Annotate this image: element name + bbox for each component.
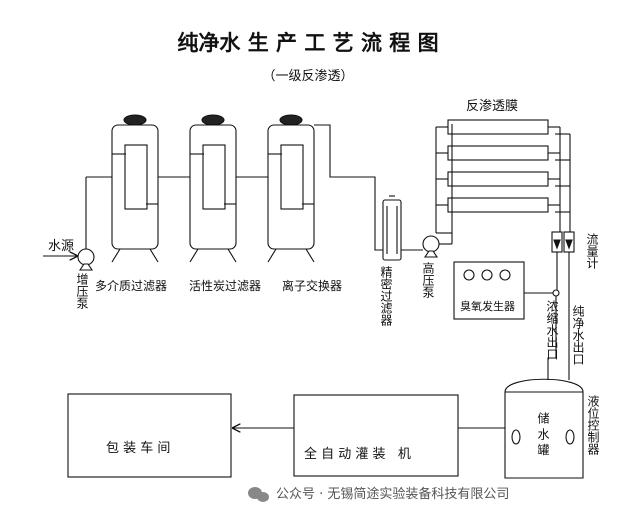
packaging-room-box <box>67 393 294 478</box>
precision-filter-icon <box>382 195 423 261</box>
storage-tank-icon <box>504 378 584 479</box>
flow-meter-icon <box>551 231 575 380</box>
carbon-filter-icon <box>189 114 268 263</box>
label-storage-tank: 储 水 罐 <box>536 411 550 457</box>
diagram-title: 纯净水 生 产 工 艺 流 程 图 <box>177 30 438 55</box>
ro-membrane-stack <box>435 119 571 234</box>
label-ozone-generator: 臭氧发生器 <box>460 299 515 313</box>
diagram-subtitle: （一级反渗透） <box>262 69 353 84</box>
label-concentrate-outlet: 浓缩水出口 <box>545 300 559 360</box>
label-multimedia-filter: 多介质过滤器 <box>95 279 167 293</box>
ion-exchanger-icon <box>267 114 383 263</box>
wechat-icon <box>248 487 269 502</box>
label-flow-meter: 流量计 <box>585 233 599 269</box>
booster-pump-icon <box>77 176 112 271</box>
label-carbon-filter: 活性炭过滤器 <box>189 279 261 293</box>
watermark-text: 公众号 · 无锡简途实验装备科技有限公司 <box>276 486 509 502</box>
label-ion-exchanger: 离子交换器 <box>282 278 342 293</box>
label-high-pressure-pump: 高压泵 <box>421 261 435 298</box>
watermark: 公众号 · 无锡简途实验装备科技有限公司 <box>248 486 509 502</box>
high-pressure-pump-icon <box>422 124 453 258</box>
label-pure-water-outlet: 纯净水出口 <box>571 305 585 365</box>
label-packaging-room: 包 装 车 间 <box>106 440 170 456</box>
auto-filling-machine-box <box>293 394 505 477</box>
ozone-generator-icon <box>453 261 560 380</box>
label-booster-pump: 增压泵 <box>75 273 89 309</box>
label-ro-membrane: 反渗透膜 <box>466 99 518 114</box>
label-auto-filling-machine: 全 自 动 灌 装 机 <box>304 446 411 462</box>
label-precision-filter: 精密过滤器 <box>379 266 393 327</box>
label-water-source: 水源 <box>48 239 74 254</box>
label-level-controller: 液位控制器 <box>586 394 600 456</box>
multimedia-filter-icon <box>111 114 190 263</box>
